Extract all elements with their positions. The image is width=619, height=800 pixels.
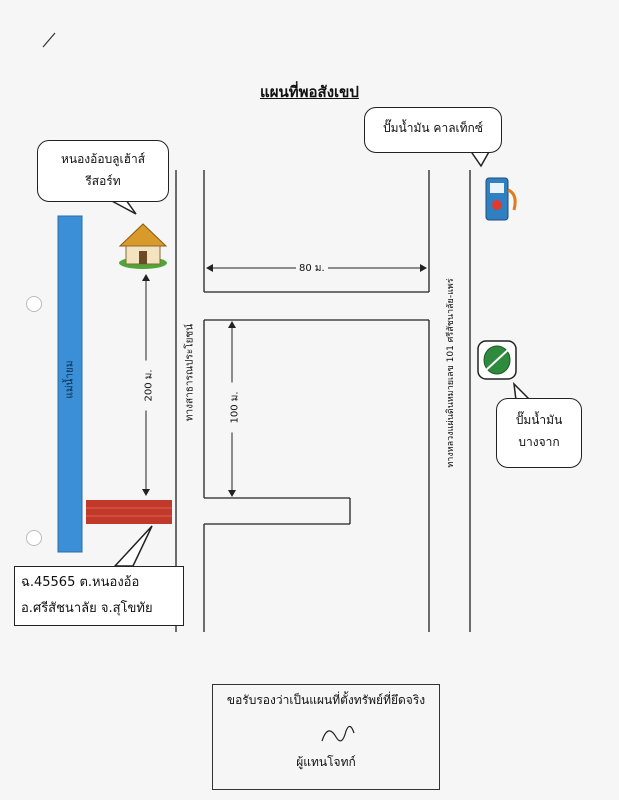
binder-hole [26,296,42,312]
map-title: แผนที่พอสังเขป [260,83,359,101]
resort-callout: หนองอ้อบลูเฮ้าส์ รีสอร์ท [37,140,169,202]
parcel-mark [86,500,172,524]
dim-200-arrow-bottom [142,489,150,496]
signer-label: ผู้แทนโจทก์ [296,755,356,769]
river-mark [57,215,83,553]
pen-mark [42,32,56,48]
highway-label: ทางหลวงแผ่นดินหมายเลข 101 ศรีสัชนาลัย-แพ… [446,278,456,468]
certification-text: ขอรับรองว่าเป็นแผนที่ตั้งทรัพย์ที่ยึดจริ… [226,693,426,707]
bangchak-logo-icon [477,340,517,380]
local-road-label: ทางสาธารณประโยชน์ [184,323,196,422]
certification-box: ขอรับรองว่าเป็นแผนที่ตั้งทรัพย์ที่ยึดจริ… [212,684,440,790]
river-label: แม่น้ำยม [64,360,76,399]
dim-80-arrow-left [206,264,213,272]
bangchak-callout-line2: บางจาก [518,435,560,449]
parcel-callout-tail [113,525,153,567]
dim-100-label: 100 ม. [227,382,243,433]
caltex-callout-text: ปั๊มน้ำมัน คาลเท็กซ์ [383,121,483,135]
resort-callout-line1: หนองอ้อบลูเฮ้าส์ [60,152,146,166]
bangchak-callout-line1: ปั๊มน้ำมัน [515,413,563,427]
house-icon [118,223,168,269]
dim-200-arrow-top [142,274,150,281]
dim-200-label: 200 ม. [141,360,157,411]
bangchak-callout: ปั๊มน้ำมัน บางจาก [496,398,582,468]
parcel-callout-line1: ฉ.45565 ต.หนองอ้อ [21,575,140,590]
dim-80-label: 80 ม. [296,261,328,276]
dim-100-arrow-top [228,321,236,328]
parcel-callout-line2: อ.ศรีสัชนาลัย จ.สุโขทัย [21,601,153,616]
parcel-callout: ฉ.45565 ต.หนองอ้อ อ.ศรีสัชนาลัย จ.สุโขทั… [14,566,184,626]
binder-hole [26,530,42,546]
dim-80-arrow-right [420,264,427,272]
resort-callout-line2: รีสอร์ท [85,174,121,188]
dim-100-arrow-bottom [228,490,236,497]
resort-callout-tail [109,199,137,215]
gas-pump-icon [485,177,517,221]
signature-scribble [321,725,355,742]
caltex-callout: ปั๊มน้ำมัน คาลเท็กซ์ [364,107,502,153]
